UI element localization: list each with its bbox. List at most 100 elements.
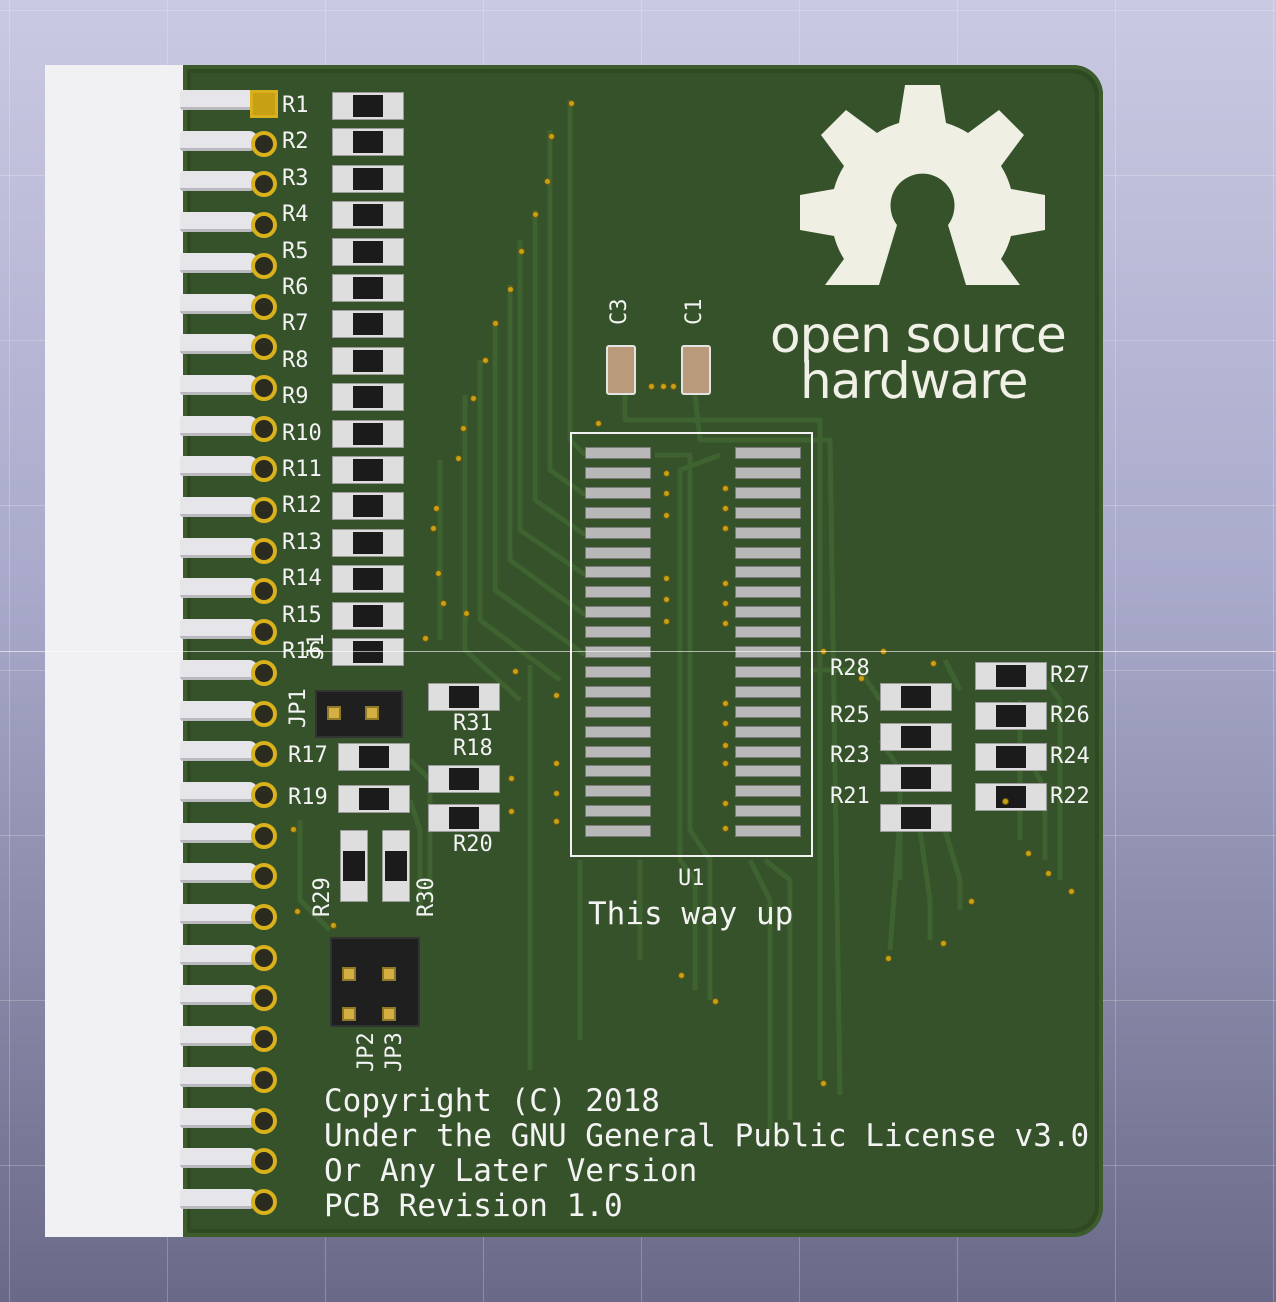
resistor-r14[interactable] — [332, 565, 404, 594]
resistor-r22-label: R22 — [1050, 784, 1090, 809]
resistor-r2-label: R2 — [282, 129, 309, 155]
ic-u1-pin — [585, 626, 651, 639]
resistor-r3[interactable] — [332, 164, 404, 193]
oshw-text-line1: open source — [770, 306, 1067, 364]
resistor-r19-label: R19 — [288, 785, 328, 810]
connector-pad — [251, 904, 277, 930]
jumper-jp1-pad — [365, 706, 379, 720]
resistor-r16[interactable] — [332, 638, 404, 666]
resistor-r27[interactable] — [975, 662, 1047, 690]
resistor-r30[interactable] — [382, 830, 410, 902]
jumper-jp2-pad — [342, 1007, 356, 1021]
ic-u1-pin — [735, 506, 801, 519]
ic-u1-pin — [735, 805, 801, 818]
via — [507, 286, 514, 293]
resistor-r31[interactable] — [428, 683, 500, 711]
via — [670, 383, 677, 390]
connector-pad — [251, 497, 277, 523]
resistor-r12[interactable] — [332, 492, 404, 521]
via — [433, 505, 440, 512]
via — [1045, 870, 1052, 877]
connector-pad — [251, 537, 277, 564]
copyright-line-3: Or Any Later Version — [324, 1153, 698, 1189]
via — [722, 620, 729, 627]
resistor-r1[interactable] — [332, 92, 404, 120]
via — [460, 425, 467, 432]
via — [722, 700, 729, 707]
ic-u1-pin — [735, 486, 801, 499]
via — [820, 1080, 827, 1087]
connector-pin — [180, 944, 258, 965]
resistor-r30-label: R30 — [414, 877, 439, 917]
capacitor-c1[interactable] — [681, 345, 711, 395]
connector-pad — [251, 1188, 277, 1215]
resistor-r26[interactable] — [975, 702, 1047, 730]
connector-pin — [180, 90, 258, 110]
via — [422, 635, 429, 642]
resistor-r20[interactable] — [428, 804, 500, 832]
connector-pin — [180, 1026, 258, 1047]
resistor-r6[interactable] — [332, 274, 404, 302]
resistor-r19[interactable] — [338, 785, 410, 813]
resistor-r25[interactable] — [880, 723, 952, 751]
resistor-r13-label: R13 — [282, 529, 322, 555]
connector-pad — [251, 171, 277, 198]
resistor-r15[interactable] — [332, 601, 404, 630]
ic-u1-pin — [735, 646, 801, 658]
resistor-r18[interactable] — [428, 765, 500, 793]
jumper-jp2-jp3[interactable] — [330, 937, 420, 1027]
jumper-jp1[interactable] — [315, 690, 403, 738]
resistor-r9[interactable] — [332, 383, 404, 412]
resistor-r8[interactable] — [332, 346, 404, 375]
connector-pin — [180, 374, 258, 395]
connector-pad — [251, 700, 277, 727]
resistor-r13[interactable] — [332, 528, 404, 557]
jumper-jp3-label: JP3 — [382, 1032, 407, 1072]
capacitor-c3[interactable] — [606, 345, 636, 395]
connector-pin — [180, 130, 258, 151]
resistor-r22[interactable] — [975, 783, 1047, 811]
resistor-r17[interactable] — [338, 743, 410, 771]
resistor-r1-label: R1 — [282, 93, 309, 118]
resistor-r23[interactable] — [880, 764, 952, 792]
resistor-r8-label: R8 — [282, 347, 309, 373]
resistor-r11[interactable] — [332, 456, 404, 484]
resistor-r4[interactable] — [332, 201, 404, 230]
via — [1002, 798, 1009, 805]
ic-u1-pin — [585, 646, 651, 658]
resistor-r24-label: R24 — [1050, 744, 1090, 769]
resistor-r10[interactable] — [332, 419, 404, 448]
resistor-r24[interactable] — [975, 743, 1047, 771]
ic-u1-label: U1 — [678, 866, 705, 891]
connector-pad-square — [250, 90, 278, 118]
resistor-r5[interactable] — [332, 237, 404, 266]
via — [722, 720, 729, 727]
connector-pad — [251, 334, 277, 361]
ic-u1-pin — [735, 606, 801, 619]
resistor-r15-label: R15 — [282, 602, 322, 628]
connector-pad — [251, 1148, 277, 1175]
resistor-r21[interactable] — [880, 804, 952, 832]
via — [930, 660, 937, 667]
resistor-r28[interactable] — [880, 683, 952, 711]
resistor-r4-label: R4 — [282, 202, 309, 228]
via — [553, 692, 560, 699]
ic-u1-pin — [735, 665, 801, 678]
via — [532, 211, 539, 218]
via — [518, 248, 525, 255]
resistor-r5-label: R5 — [282, 238, 309, 264]
resistor-r2[interactable] — [332, 128, 404, 157]
resistor-r7[interactable] — [332, 310, 404, 339]
resistor-r28-label: R28 — [830, 656, 870, 681]
resistor-r29[interactable] — [340, 830, 368, 902]
via — [544, 178, 551, 185]
via — [722, 485, 729, 492]
via — [663, 596, 670, 603]
via — [470, 395, 477, 402]
connector-pad — [251, 1107, 277, 1134]
connector-pin — [180, 659, 258, 680]
via — [1068, 888, 1075, 895]
via — [722, 742, 729, 749]
connector-pin — [180, 252, 258, 273]
connector-pin — [180, 537, 258, 558]
